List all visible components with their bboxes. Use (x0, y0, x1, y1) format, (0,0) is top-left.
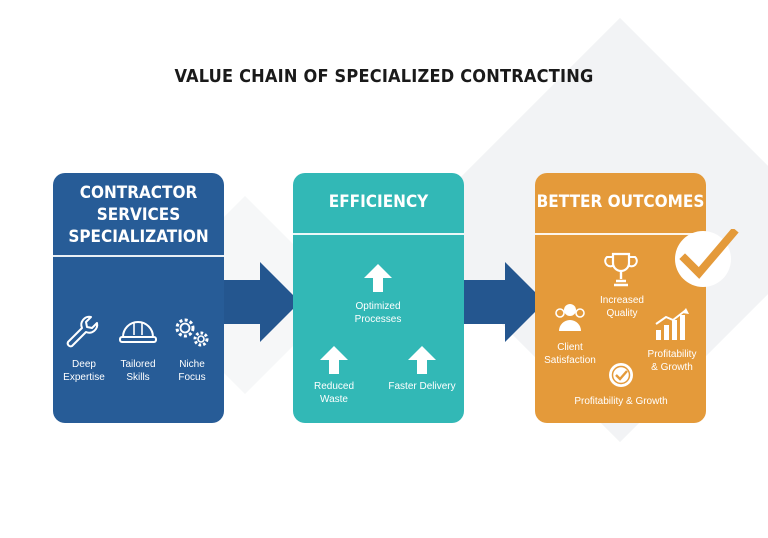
page-title: VALUE CHAIN OF SPECIALIZED CONTRACTING (174, 66, 594, 87)
flow-arrow-2 (445, 262, 545, 342)
up-arrow-icon (320, 346, 348, 374)
flow-arrow-1 (200, 262, 300, 342)
stage-heading: EFFICIENCY (328, 192, 429, 212)
stage-heading: BETTER OUTCOMES (536, 192, 705, 212)
checkmark-icon (675, 229, 739, 287)
stage-heading: CONTRACTOR SERVICES SPECIALIZATION (68, 183, 209, 247)
gears-icon (175, 318, 209, 347)
trophy-icon (604, 252, 638, 287)
badge-check-icon (609, 363, 633, 387)
item-label: Profitability& Growth (647, 349, 697, 373)
wrench-icon (66, 315, 99, 348)
divider (293, 233, 464, 235)
hard-hat-icon (119, 321, 157, 343)
people-icon (555, 304, 585, 331)
item-label: Faster Delivery (388, 381, 456, 392)
up-arrow-icon (408, 346, 436, 374)
growth-chart-icon (655, 308, 689, 340)
divider (53, 255, 224, 257)
divider (535, 233, 706, 235)
item-label: Profitability & Growth (574, 396, 668, 407)
up-arrow-icon (364, 264, 392, 292)
